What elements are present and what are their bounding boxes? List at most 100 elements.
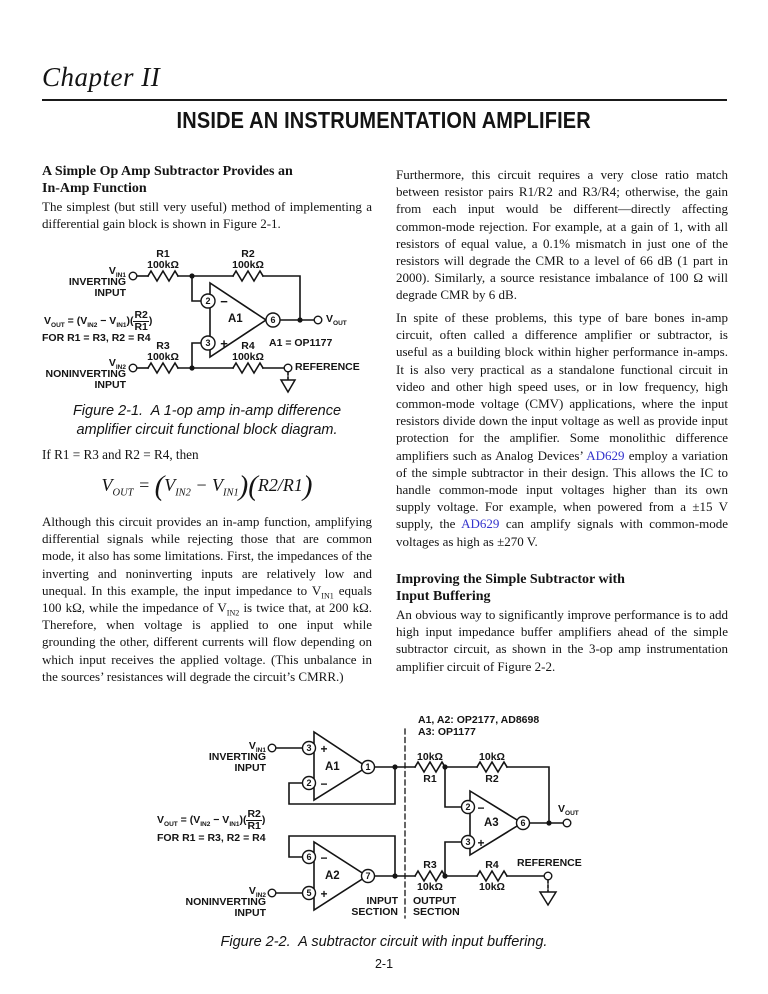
resistor-r1	[146, 269, 180, 283]
section-heading-subtractor: A Simple Op Amp Subtractor Provides an I…	[42, 164, 293, 196]
reference-terminal	[283, 363, 293, 373]
plus-sign: +	[320, 742, 327, 756]
resistor-r4-label: R4 100kΩ	[232, 340, 264, 363]
vin1-terminal	[267, 743, 277, 753]
a2-pin-circle-6	[301, 849, 317, 865]
opamp-a3-triangle	[469, 789, 524, 857]
a3-pin-circle-6	[515, 815, 531, 831]
resistor-r4-name: R4	[485, 859, 499, 871]
pin-circle-3	[200, 335, 216, 351]
page-title: INSIDE AN INSTRUMENTATION AMPLIFIER	[176, 107, 592, 133]
chapter-heading: Chapter II	[42, 62, 161, 92]
vout-label: VOUT	[558, 803, 579, 818]
wire-to-a3-inverting	[444, 766, 462, 808]
minus-sign: −	[477, 801, 484, 815]
pin-number: 3	[205, 338, 210, 348]
resistor-r4	[231, 361, 265, 375]
figure-2-1: 2 3 6 − + R1 100kΩ R2 100kΩ VIN1 INVERTI…	[42, 248, 374, 450]
plus-sign: +	[477, 836, 484, 850]
wire-to-a3-noninverting	[444, 841, 462, 877]
figure1-formula-condition: FOR R1 = R3, R2 = R4	[42, 332, 151, 344]
wire-r2-feedback	[506, 766, 550, 824]
resistor-r1-name: R1	[423, 773, 437, 785]
ground-symbol	[279, 379, 297, 394]
resistor-r4	[475, 869, 509, 883]
opamp-a1-triangle	[209, 281, 268, 359]
figure-2-2: 3 2 1 6 5 7 2 3 6 + − − + − + A1, A2: OP…	[130, 712, 720, 933]
a1-pin-circle-3	[301, 740, 317, 756]
resistor-r2	[231, 269, 265, 283]
a1-feedback-wire	[288, 766, 396, 805]
reference-label: REFERENCE	[295, 361, 360, 373]
pin-number: 6	[270, 315, 275, 325]
a1-pin-circle-1	[360, 759, 376, 775]
node-dot	[297, 317, 303, 323]
node-dot	[442, 764, 448, 770]
header-rule	[42, 99, 727, 101]
figure-2-2-caption: Figure 2-2. A subtractor circuit with in…	[220, 934, 548, 950]
reference-terminal	[543, 871, 553, 881]
node-dot	[189, 365, 195, 371]
vout-terminal	[313, 315, 323, 325]
amp-note: A1 = OP1177	[269, 337, 333, 349]
node-dot	[392, 764, 398, 770]
opamp-a2-triangle	[313, 840, 369, 912]
opamp-a1-label: A1	[325, 761, 340, 773]
figure-2-2-schematic: 3 2 1 6 5 7 2 3 6 + − − + − +	[267, 728, 572, 919]
plus-sign: +	[320, 887, 327, 901]
pin-circle-6	[265, 312, 281, 328]
paragraph-right-2: In spite of these problems, this type of…	[396, 310, 729, 549]
resistor-r3	[146, 361, 180, 375]
vin1-terminal	[128, 271, 138, 281]
pin-number: 3	[306, 743, 311, 753]
page-number: 2-1	[374, 957, 394, 971]
minus-sign: −	[320, 851, 327, 865]
resistor-r2-label: R2 100kΩ	[232, 248, 264, 271]
minus-sign: −	[320, 777, 327, 791]
pin-circle-2	[200, 293, 216, 309]
resistor-r1-value: 10kΩ	[417, 751, 443, 763]
ad629-link[interactable]: AD629	[586, 447, 625, 463]
vin1-label: VIN1 INVERTING INPUT	[68, 265, 126, 299]
node-dot	[392, 873, 398, 879]
ad629-link[interactable]: AD629	[461, 516, 500, 532]
opamp-a1-triangle	[313, 730, 369, 802]
paragraph-right-3: An obvious way to significantly improve …	[396, 607, 728, 674]
condition-line: If R1 = R3 and R2 = R4, then	[42, 447, 199, 462]
resistor-r2-value: 10kΩ	[479, 751, 505, 763]
wire-to-inverting-pin	[191, 275, 202, 302]
opamp-a2-label: A2	[325, 870, 340, 882]
minus-sign: −	[220, 294, 228, 309]
pin-number: 3	[465, 837, 470, 847]
pin-number: 6	[520, 818, 525, 828]
figure-2-1-caption: Figure 2-1. A 1-op amp in-amp difference…	[72, 403, 342, 438]
vin2-terminal	[128, 363, 138, 373]
vout-terminal	[562, 818, 572, 828]
resistor-r2	[475, 760, 509, 774]
wire-to-noninverting-pin	[191, 342, 202, 369]
resistor-r1-label: R1 100kΩ	[147, 248, 179, 271]
paragraph-left-2: Although this circuit provides an in-amp…	[42, 514, 373, 684]
pin-number: 6	[306, 852, 311, 862]
node-dot	[546, 820, 552, 826]
plus-sign: +	[220, 336, 228, 351]
a3-pin-circle-2	[460, 799, 476, 815]
figure-2-1-schematic: 2 3 6 − +	[128, 269, 323, 394]
a1-pin-circle-2	[301, 775, 317, 791]
vout-label: VOUT	[326, 313, 347, 328]
resistor-r3	[413, 869, 447, 883]
display-equation: VOUT = (VIN2 − VIN1)(R2/R1)	[101, 470, 313, 502]
resistor-r1	[413, 760, 447, 774]
ground-symbol	[538, 891, 558, 907]
pin-number: 5	[306, 888, 311, 898]
pin-number: 1	[365, 762, 370, 772]
paragraph-left-1: The simplest (but still very useful) met…	[42, 199, 372, 232]
pin-number: 7	[365, 871, 370, 881]
opamp-a3-label: A3	[484, 817, 499, 829]
pin-number: 2	[205, 296, 210, 306]
node-dot	[189, 273, 195, 279]
resistor-r3-name: R3	[423, 859, 437, 871]
